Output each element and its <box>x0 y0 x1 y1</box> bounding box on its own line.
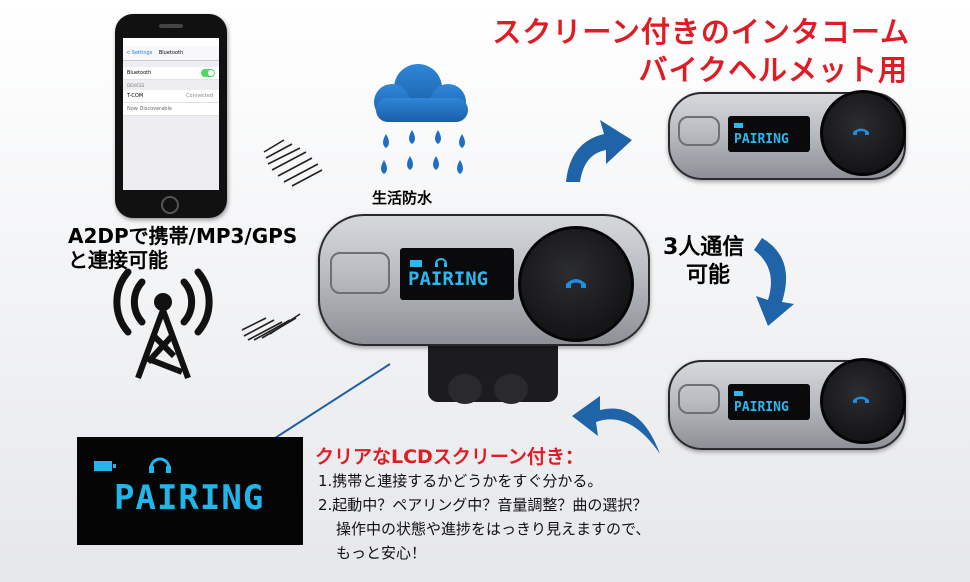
curved-arrow-icon <box>566 120 632 182</box>
phone-row-status: Connected <box>186 93 213 99</box>
a2dp-caption-line2: と連接可能 <box>68 248 168 272</box>
phone-speaker <box>159 24 183 28</box>
device-knob <box>820 358 906 444</box>
battery-icon <box>734 123 743 128</box>
phone-home-button <box>161 196 179 214</box>
device-clip-button <box>448 374 482 404</box>
phone-row-bluetooth: Bluetooth <box>123 67 219 80</box>
three-way-caption-line1: 3人通信 <box>663 235 745 260</box>
a2dp-caption-line1: A2DPで携帯/MP3/GPS <box>68 224 298 248</box>
cloud-rain-icon <box>374 64 468 174</box>
lcd-feature-title: クリアなLCDスクリーン付き： <box>315 446 584 468</box>
waterproof-caption: 生活防水 <box>372 189 433 207</box>
battery-icon <box>734 391 743 396</box>
device-screen <box>728 384 810 420</box>
phone-row-device: T-COM Connected <box>123 90 219 103</box>
headphones-icon <box>435 258 447 267</box>
phone-section-devices: DEVICES <box>127 83 145 88</box>
device-screen-text: PAIRING <box>734 400 789 415</box>
main-intercom-device: PAIRING <box>318 196 658 456</box>
phone-nav-bar: < Settings Bluetooth <box>123 46 219 61</box>
lcd-feature-item: 1.携帯と連接するかどうかをすぐ分かる。 <box>318 472 603 490</box>
lcd-zoom-panel <box>77 437 303 545</box>
device-knob <box>820 90 906 176</box>
phone-call-icon <box>853 128 869 135</box>
phone-nav-title: Bluetooth <box>158 50 184 56</box>
device-knob <box>518 226 634 342</box>
device-screen <box>728 116 810 152</box>
device-slot <box>678 384 720 414</box>
phone-row-discoverable: Now Discoverable <box>123 103 219 116</box>
phone-row-label: T-COM <box>127 93 144 99</box>
sound-wave-icon <box>263 139 323 187</box>
phone-row-label: Now Discoverable <box>127 106 172 112</box>
top-intercom-device: PAIRING <box>668 86 916 196</box>
phone-back-link: < Settings <box>126 50 153 56</box>
device-slot <box>678 116 720 146</box>
device-screen-text: PAIRING <box>408 268 489 290</box>
phone-call-icon <box>566 279 586 288</box>
curved-arrow-icon <box>754 238 794 326</box>
phone-row-label: Bluetooth <box>127 70 152 76</box>
toggle-on-icon <box>201 69 215 77</box>
three-way-caption-line2: 可能 <box>686 263 731 288</box>
device-slot <box>330 252 390 294</box>
phone-screen: < Settings Bluetooth Bluetooth DEVICES T… <box>123 38 219 190</box>
curved-arrow-icon <box>572 396 660 454</box>
sound-wave-icon <box>241 313 301 341</box>
lcd-feature-item: もっと安心！ <box>336 544 427 562</box>
phone-status-bar <box>123 38 219 46</box>
headline-line2: バイクヘルメット用 <box>638 53 908 87</box>
lcd-feature-item: 操作中の状態や進捗をはっきり見えますので、 <box>336 520 651 538</box>
headline-line1: スクリーン付きのインタコーム <box>492 15 910 49</box>
smartphone-image: < Settings Bluetooth Bluetooth DEVICES T… <box>115 14 227 218</box>
device-clip-button <box>494 374 528 404</box>
battery-icon <box>410 260 422 267</box>
phone-call-icon <box>853 396 869 403</box>
battery-icon <box>94 461 116 471</box>
radio-tower-icon <box>113 268 213 380</box>
device-screen-text: PAIRING <box>734 132 789 147</box>
bottom-intercom-device: PAIRING <box>668 354 916 466</box>
device-screen <box>400 248 514 300</box>
lcd-feature-item: 2.起動中？ペアリング中？音量調整？曲の選択？ <box>318 496 648 514</box>
lcd-zoom-text: PAIRING <box>114 478 265 518</box>
headphones-icon <box>149 457 171 473</box>
